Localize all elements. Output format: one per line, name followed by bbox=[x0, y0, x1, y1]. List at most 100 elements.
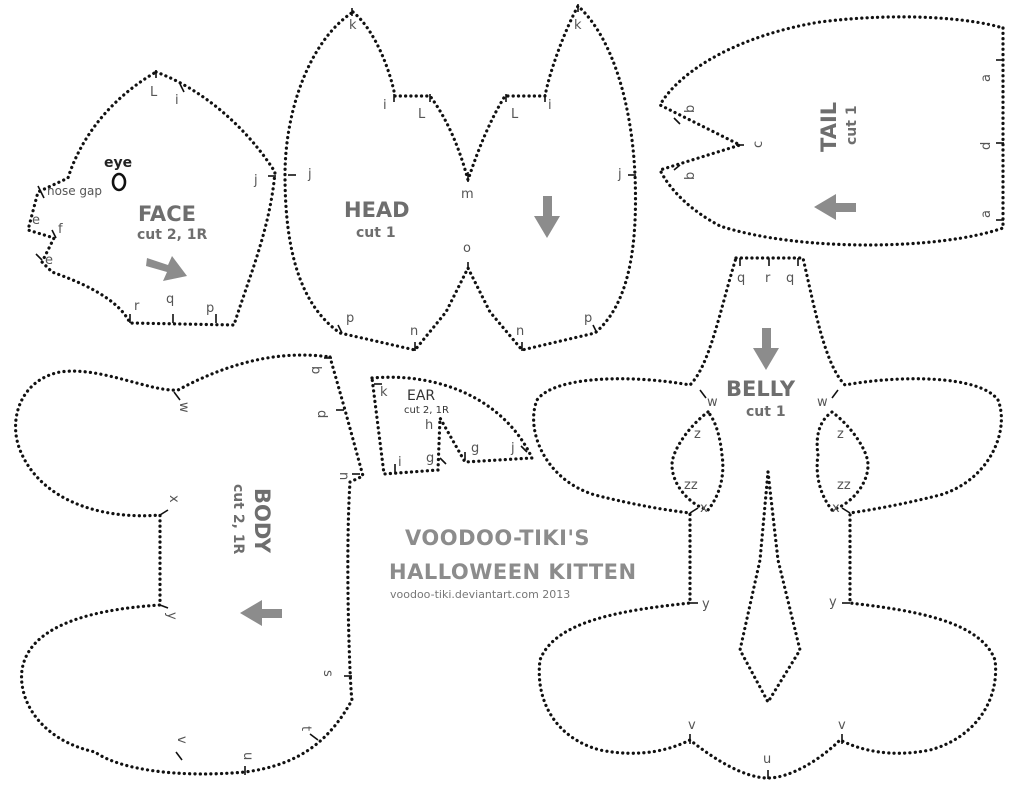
body-mark-x: x bbox=[166, 495, 181, 503]
tail-mark-a1: a bbox=[979, 74, 994, 82]
ear-mark-tick bbox=[439, 457, 447, 465]
ear-mark-j: j bbox=[510, 441, 515, 456]
belly-left-dart bbox=[670, 410, 725, 512]
head-mark-L2: L bbox=[511, 107, 519, 122]
belly-mark-tick bbox=[699, 389, 707, 399]
face-grain-arrow-icon bbox=[146, 256, 187, 281]
face-eye-label: eye bbox=[104, 155, 132, 171]
belly-title: BELLY bbox=[726, 377, 796, 401]
face-piece: eye nose gap FACE cut 2, 1R L i j e f e … bbox=[26, 70, 277, 327]
belly-mark-r: r bbox=[765, 271, 771, 286]
head-title: HEAD bbox=[344, 198, 410, 222]
face-mark-q: q bbox=[166, 292, 174, 307]
belly-mark-zz2: zz bbox=[837, 478, 851, 493]
belly-mark-tick bbox=[841, 507, 851, 514]
head-mark-j2: j bbox=[617, 167, 622, 182]
body-mark-b: b bbox=[308, 366, 323, 374]
belly-mark-x2: x bbox=[832, 501, 840, 516]
ear-mark-k: k bbox=[380, 385, 388, 400]
belly-center-dart bbox=[738, 470, 802, 704]
belly-mark-q1: q bbox=[737, 271, 745, 286]
tail-mark-tick bbox=[673, 164, 681, 171]
tail-mark-tick bbox=[673, 117, 681, 125]
face-mark-tick bbox=[35, 253, 43, 261]
head-mark-i1: i bbox=[383, 98, 387, 113]
head-piece: k k i L L i j j m o HEAD cut 1 p n n p bbox=[283, 4, 638, 352]
belly-cut-label: cut 1 bbox=[746, 404, 786, 420]
brand-credit: voodoo-tiki.deviantart.com 2013 bbox=[390, 588, 570, 601]
belly-mark-u: u bbox=[763, 752, 771, 767]
head-mark-m: m bbox=[461, 187, 474, 202]
head-mark-L1: L bbox=[418, 107, 426, 122]
head-mark-o: o bbox=[463, 241, 471, 256]
body-mark-tick bbox=[309, 733, 319, 741]
head-mark-i2: i bbox=[548, 98, 552, 113]
belly-grain-arrow-icon bbox=[753, 328, 779, 370]
body-mark-v: v bbox=[174, 736, 189, 744]
ear-mark-tick bbox=[520, 445, 528, 453]
face-mark-f: f bbox=[58, 222, 63, 237]
belly-mark-x1: x bbox=[700, 501, 708, 516]
tail-mark-b2: b bbox=[683, 172, 698, 180]
body-mark-u: u bbox=[240, 752, 255, 760]
body-outline bbox=[14, 353, 365, 776]
belly-mark-y1: y bbox=[702, 597, 710, 612]
body-title: BODY bbox=[250, 488, 274, 554]
head-mark-j1: j bbox=[307, 167, 312, 182]
face-outline bbox=[26, 70, 277, 327]
branding: VOODOO-TIKI'S HALLOWEEN KITTEN voodoo-ti… bbox=[389, 526, 637, 601]
body-mark-n: n bbox=[336, 472, 351, 480]
tail-grain-arrow-icon bbox=[814, 194, 856, 220]
belly-mark-tick bbox=[831, 389, 839, 399]
ear-title: EAR bbox=[407, 388, 435, 404]
face-mark-p: p bbox=[206, 301, 214, 316]
eye-marker-icon bbox=[111, 172, 127, 192]
belly-mark-z2: z bbox=[837, 427, 844, 442]
face-mark-e1: e bbox=[32, 213, 40, 228]
head-grain-arrow-icon bbox=[534, 196, 560, 238]
head-mark-n2: n bbox=[516, 324, 524, 339]
tail-outline bbox=[658, 15, 1005, 247]
ear-outline bbox=[370, 375, 534, 476]
face-mark-e2: e bbox=[45, 253, 53, 268]
belly-right-dart bbox=[815, 410, 870, 512]
face-nose-gap-tick bbox=[37, 185, 45, 199]
face-mark-L: L bbox=[150, 85, 158, 100]
tail-title: TAIL bbox=[817, 102, 841, 152]
ear-mark-i: i bbox=[398, 455, 402, 470]
body-mark-w: w bbox=[176, 402, 191, 413]
face-cut-label: cut 2, 1R bbox=[137, 227, 208, 243]
belly-mark-w1: w bbox=[707, 395, 718, 410]
belly-piece: q r q BELLY cut 1 w w z z zz zz x x y y … bbox=[532, 256, 1003, 780]
tail-cut-label: cut 1 bbox=[844, 105, 860, 145]
head-mark-k2: k bbox=[574, 18, 582, 33]
head-mark-p1: p bbox=[346, 311, 354, 326]
body-mark-tick bbox=[175, 751, 183, 761]
head-cut-label: cut 1 bbox=[356, 225, 396, 241]
head-mark-tick bbox=[337, 324, 343, 334]
belly-mark-zz1: zz bbox=[684, 478, 698, 493]
body-mark-tick bbox=[173, 391, 181, 401]
belly-mark-z1: z bbox=[694, 427, 701, 442]
face-title: FACE bbox=[138, 202, 196, 226]
brand-line-2: HALLOWEEN KITTEN bbox=[389, 560, 637, 584]
tail-mark-d: d bbox=[979, 142, 994, 150]
ear-mark-h: h bbox=[425, 418, 433, 433]
body-mark-tick bbox=[159, 604, 169, 609]
head-mark-p2: p bbox=[584, 311, 592, 326]
head-mark-n1: n bbox=[410, 324, 418, 339]
face-mark-i: i bbox=[175, 93, 179, 108]
head-outline bbox=[283, 4, 638, 352]
tail-mark-b1: b bbox=[683, 105, 698, 113]
face-mark-r: r bbox=[134, 299, 140, 314]
head-mark-k1: k bbox=[349, 18, 357, 33]
belly-mark-y2: y bbox=[829, 595, 837, 610]
body-mark-tick bbox=[159, 509, 169, 516]
face-nose-gap-label: nose gap bbox=[47, 184, 102, 198]
body-mark-d: d bbox=[314, 410, 329, 418]
body-mark-s: s bbox=[320, 670, 335, 677]
ear-mark-g2: g bbox=[471, 441, 479, 456]
body-piece: b w d n x y s t v u BODY cut 2, 1R bbox=[14, 353, 365, 776]
tail-mark-c: c bbox=[751, 141, 766, 148]
ear-piece: k EAR cut 2, 1R h g g i j bbox=[370, 375, 534, 476]
